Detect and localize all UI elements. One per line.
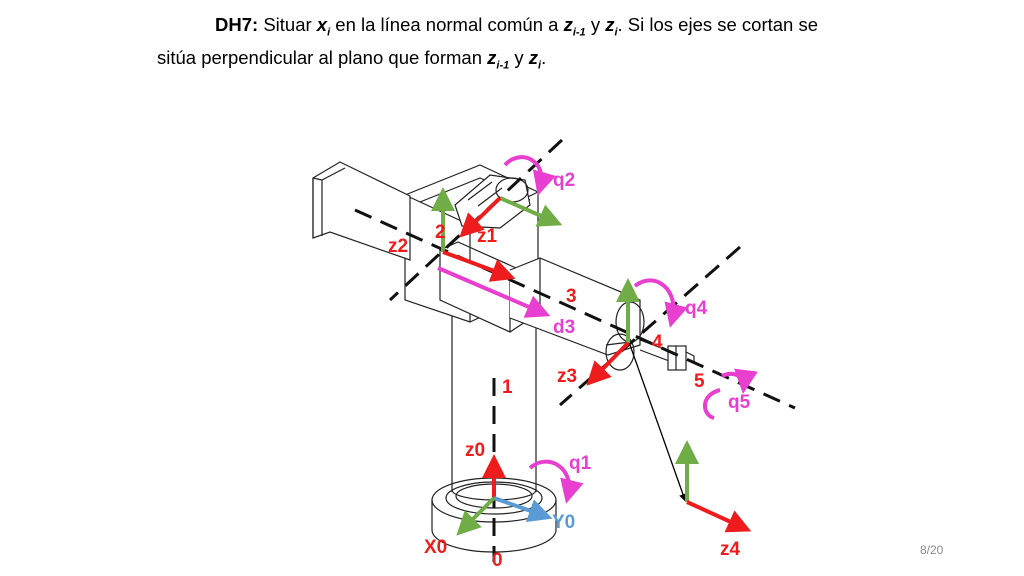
frame1-z-arrow <box>459 196 502 238</box>
label-z2: z2 <box>388 236 408 257</box>
var-x: xi <box>316 14 331 39</box>
q5-rotation-icon <box>703 388 721 420</box>
forearm <box>509 257 645 371</box>
frame2-z-arrow <box>442 250 516 282</box>
label-z1: z1 <box>477 226 498 247</box>
pointer-arrow <box>629 344 687 502</box>
frame1-y-arrow <box>499 196 563 227</box>
frame-3 <box>586 278 640 386</box>
text: . Si los ejes se cortan se <box>617 14 819 35</box>
label-q5: q5 <box>728 392 751 413</box>
q4-rotation-icon <box>633 278 688 328</box>
wrist-gripper <box>639 339 695 371</box>
text: Situar <box>263 14 312 35</box>
frame4-z-arrow <box>686 500 752 533</box>
label-frame-3: 3 <box>566 286 577 307</box>
frame0-x-arrow <box>456 496 496 536</box>
heading-label: DH7: <box>215 14 259 35</box>
label-frame-4: 4 <box>652 332 663 353</box>
page-number: 8/20 <box>920 543 944 557</box>
label-frame-2: 2 <box>435 222 446 243</box>
var-z-i: zi <box>605 14 618 39</box>
q5-rotation-arrow-top <box>721 368 758 394</box>
label-y0: Y0 <box>552 512 575 533</box>
frame-2 <box>431 187 516 282</box>
label-frame-0: 0 <box>492 550 503 571</box>
frame3-z-arrow <box>586 341 630 386</box>
d3-translation-arrow <box>437 266 551 318</box>
text: sitúa perpendicular al plano que forman <box>157 47 482 68</box>
label-q2: q2 <box>553 170 575 191</box>
label-d3: d3 <box>553 317 575 338</box>
diagram-labels: q2 2 z1 z2 3 d3 q4 4 z3 5 q5 1 z0 q1 Y0 … <box>388 170 751 571</box>
label-q1: q1 <box>569 453 592 474</box>
title-line-2: sitúa perpendicular al plano que forman … <box>157 45 546 75</box>
label-frame-1: 1 <box>502 377 513 398</box>
q1-rotation-icon <box>528 459 584 504</box>
var-z-im1: zi-1 <box>487 47 510 72</box>
label-x0: X0 <box>424 537 447 558</box>
text: y <box>514 47 524 68</box>
label-z4: z4 <box>720 539 741 560</box>
label-q4: q4 <box>685 298 708 319</box>
title-line-1: DH7: Situar xi en la línea normal común … <box>215 12 818 42</box>
var-z-i: zi <box>528 47 542 72</box>
text: . <box>541 47 547 68</box>
label-z0: z0 <box>465 440 485 461</box>
label-z3: z3 <box>557 366 577 387</box>
text: en la línea normal común a <box>335 14 559 35</box>
q2-rotation-icon <box>503 155 556 196</box>
label-frame-5: 5 <box>694 371 705 392</box>
frame0-y-arrow <box>493 496 553 522</box>
rotation-arrows <box>503 155 758 504</box>
text: y <box>590 14 601 35</box>
var-z-im1: zi-1 <box>563 14 586 39</box>
frame-0 <box>456 454 553 536</box>
upper-arm-back <box>312 161 411 261</box>
frame-1 <box>459 196 563 238</box>
frame-4 <box>675 440 752 533</box>
robot-drawing <box>312 161 695 553</box>
